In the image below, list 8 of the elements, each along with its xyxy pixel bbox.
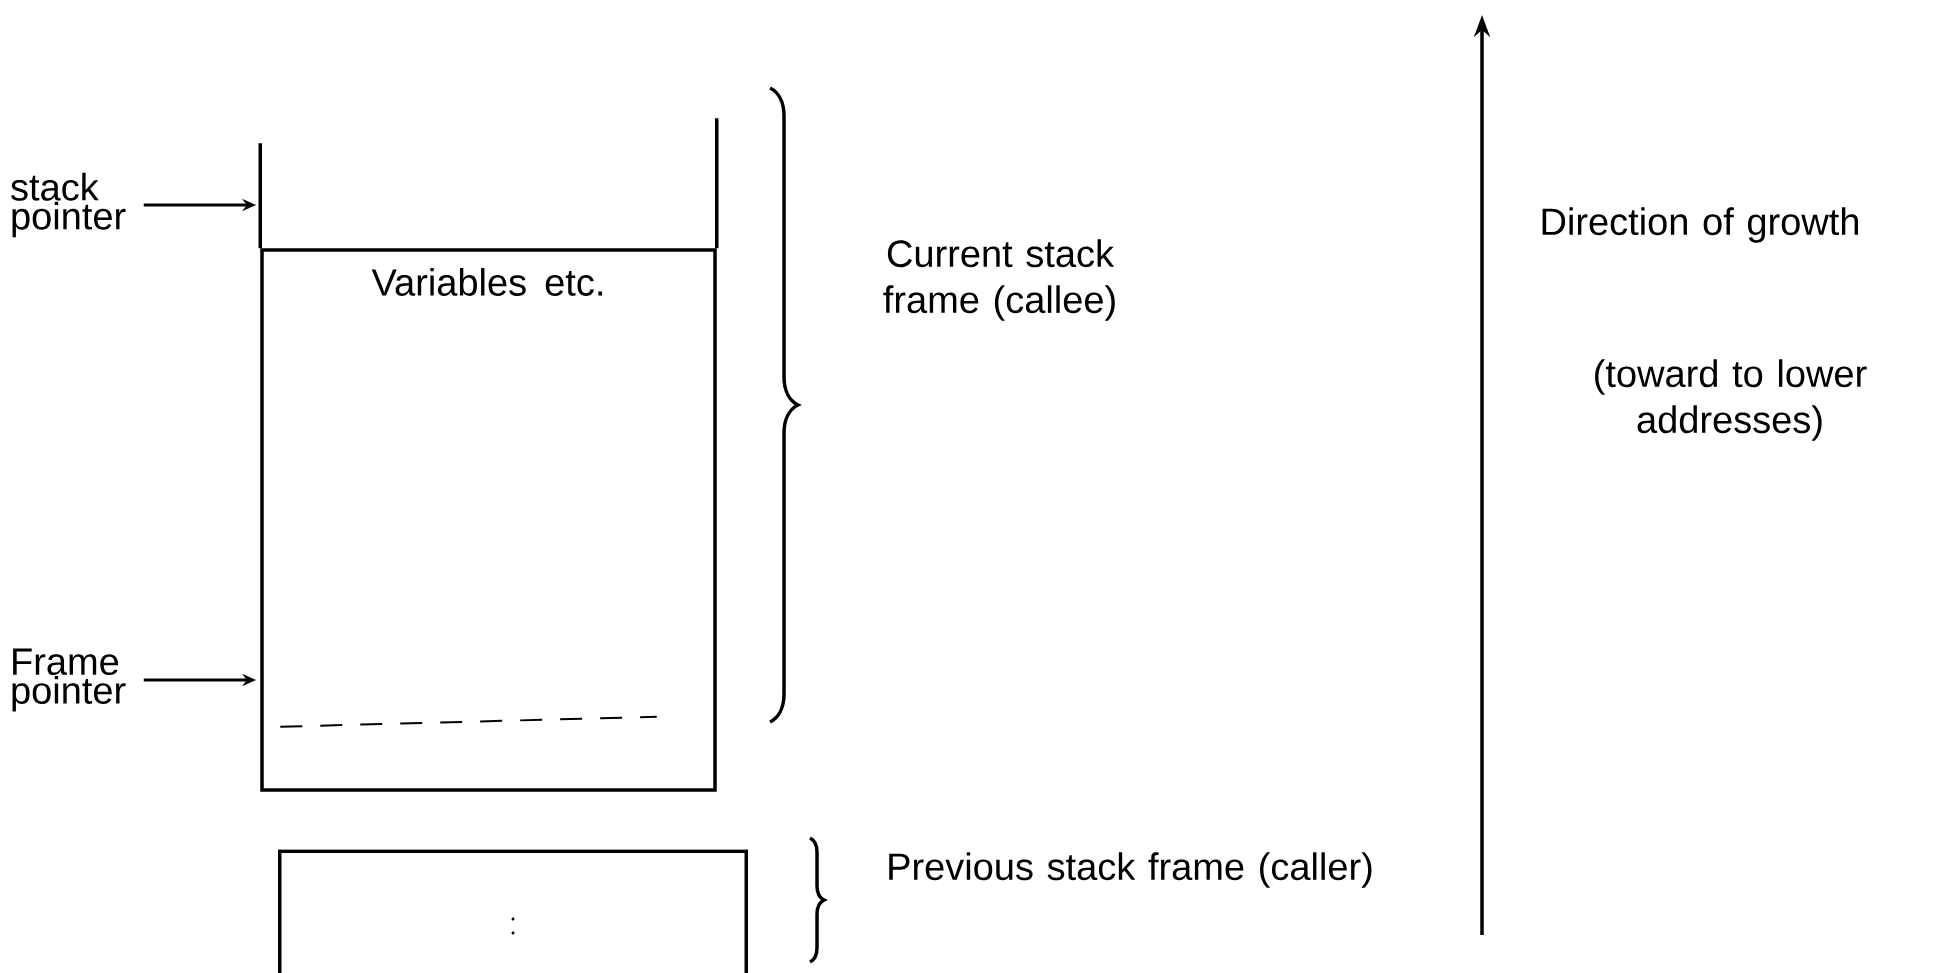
annotation-text: Direction of growth — [1542, 207, 1858, 243]
annotation-text: Previous stack frame (caller) — [889, 852, 1372, 888]
stack-frame-box: Variables etc. — [258, 118, 719, 792]
pointer-label: stack pointer — [11, 172, 126, 238]
annotation-text: (toward to lower addresses) — [1595, 359, 1867, 441]
annotation-text: Current stack frame (callee) — [883, 239, 1115, 321]
pointer-label: Frame pointer — [12, 648, 126, 712]
stack-frame-box — [278, 849, 748, 973]
